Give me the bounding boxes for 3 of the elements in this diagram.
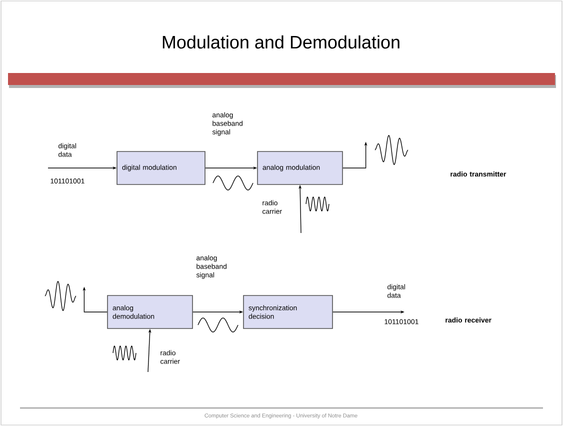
modulated-wave-icon [44, 281, 76, 311]
diagram-title: Modulation and Demodulation [162, 35, 400, 49]
modulated-wave-icon [374, 135, 408, 165]
